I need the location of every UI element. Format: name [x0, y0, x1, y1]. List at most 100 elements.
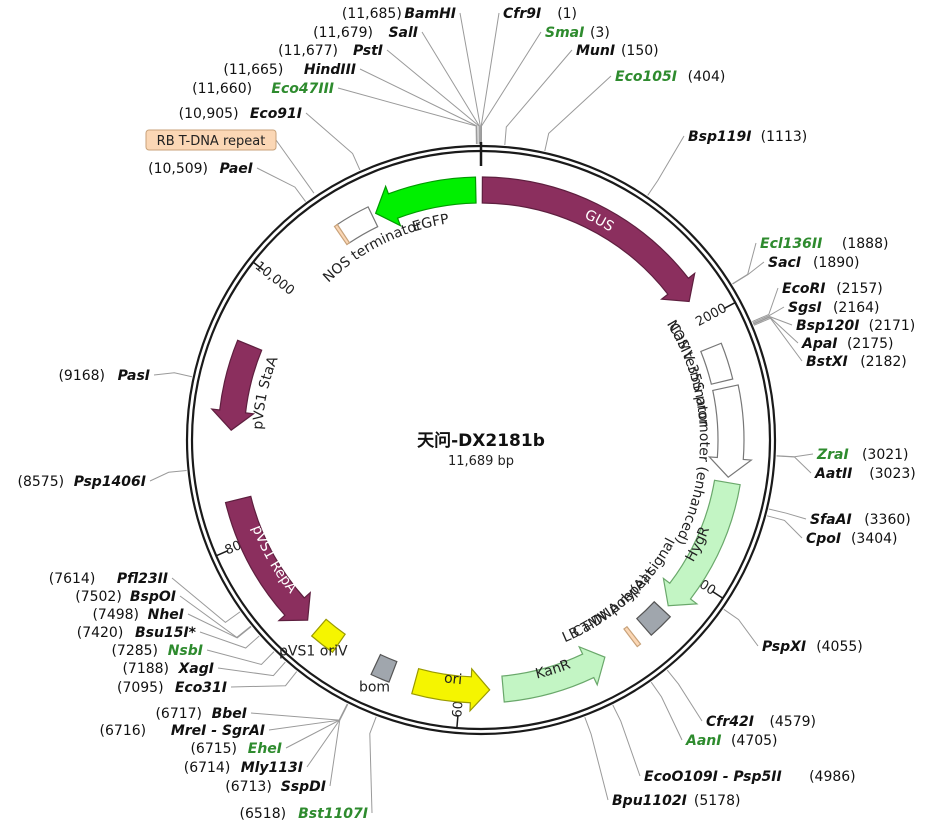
site-bspoi-position: (7502) [75, 589, 122, 605]
site-bst1107i-name: Bst1107I [298, 806, 368, 822]
site-saci-position: (1890) [813, 255, 860, 271]
rb-tdna-repeat-box [145, 129, 277, 151]
plasmid-backbone [185, 142, 777, 736]
site-psti-position: (11,677) [278, 43, 338, 59]
site-ecl136ii-name: Ecl136II [760, 236, 822, 252]
site-bspoi-name: BspOI [130, 589, 176, 605]
feature-kanr [501, 645, 606, 703]
site-pfl23ii-leader [171, 577, 241, 624]
feature-label-bom: bom [359, 679, 390, 695]
site-sali-position: (11,679) [313, 25, 373, 41]
site-zrai-name: ZraI [816, 447, 849, 463]
feature-camv-35s-promoter-enhanced [707, 384, 753, 478]
site-nhei-position: (7498) [92, 607, 139, 623]
site-sfaai-name: SfaAI [810, 512, 852, 528]
site-cfr9i-name: Cfr9I [503, 6, 541, 22]
site-ecoo109i-psp5ii-name: EcoO109I - Psp5II [644, 769, 782, 785]
feature-bom [370, 653, 398, 683]
site-bsp120i-name: Bsp120I [796, 318, 859, 334]
site-bamhi-name: BamHI [404, 6, 456, 22]
tick-mark [252, 261, 264, 271]
feature-gus [481, 176, 696, 303]
site-bsp120i-leader [753, 316, 793, 326]
site-nsbi-position: (7285) [111, 643, 158, 659]
site-ecl136ii-leader [732, 242, 757, 285]
site-eco31i-leader [230, 671, 298, 688]
site-aani-name: AanI [685, 733, 721, 749]
site-zrai-position: (3021) [862, 447, 909, 463]
tick-mark [456, 714, 459, 729]
site-psp1406i-position: (8575) [18, 474, 65, 490]
site-apai-leader [753, 316, 799, 344]
site-nhei-leader [187, 613, 252, 639]
feature-rb-t-dna-repeat [333, 223, 351, 246]
site-smai-leader [481, 31, 542, 144]
site-nhei-name: NheI [148, 607, 184, 623]
site-hindiii-position: (11,665) [223, 62, 283, 78]
site-paei-position: (10,509) [148, 161, 208, 177]
site-bsu15i-leader [199, 631, 260, 649]
site-nsbi-leader [206, 649, 275, 666]
site-saci-name: SacI [768, 255, 801, 271]
site-bamhi-position: (11,685) [342, 6, 402, 22]
site-apai-position: (2175) [847, 336, 894, 352]
site-cfr42i-position: (4579) [769, 714, 816, 730]
site-aani-leader [650, 681, 683, 741]
site-muni-position: (150) [621, 43, 659, 59]
site-cfr9i-leader [480, 12, 500, 144]
site-sfaai-position: (3360) [864, 512, 911, 528]
site-aatii-name: AatII [814, 466, 852, 482]
tick-label: 2000 [693, 301, 729, 330]
site-bspoi-leader [179, 595, 252, 639]
site-sgsi-position: (2164) [833, 300, 880, 316]
site-bpu1102i-position: (5178) [694, 793, 741, 809]
site-eco105i-position: (404) [688, 69, 726, 85]
rb-tdna-repeat-callout: RB T-DNA repeat [145, 129, 277, 151]
site-xagi-name: XagI [178, 661, 214, 677]
site-bpu1102i-leader [584, 717, 609, 801]
site-aani-position: (4705) [731, 733, 778, 749]
site-psp1406i-leader [149, 470, 187, 482]
rb-leader-line [275, 139, 315, 194]
site-aatii-leader [776, 455, 812, 474]
feature-pvs1-repa [224, 495, 311, 622]
site-cpoi-name: CpoI [806, 531, 841, 547]
site-sali-name: SalI [388, 25, 418, 41]
site-eco31i-position: (7095) [117, 680, 164, 696]
site-psti-name: PstI [353, 43, 383, 59]
site-sspdi-name: SspDI [281, 779, 326, 795]
site-sfaai-leader [768, 508, 807, 520]
site-ehei-position: (6715) [190, 741, 237, 757]
site-hindiii-leader [359, 68, 478, 145]
site-eco47iii-position: (11,660) [192, 81, 252, 97]
site-cpoi-leader [766, 515, 803, 539]
site-saci-leader [732, 261, 765, 285]
feature-camv-poly-a-signal [635, 600, 672, 637]
site-leader-lines [149, 12, 814, 814]
site-pspxi-position: (4055) [816, 639, 863, 655]
site-bsp119i-position: (1113) [761, 129, 808, 145]
site-paei-leader [256, 167, 307, 202]
site-pfl23ii-name: Pfl23II [117, 571, 168, 587]
site-bbei-name: BbeI [212, 706, 247, 722]
site-hindiii-name: HindIII [304, 62, 356, 78]
site-eco91i-leader [305, 112, 361, 171]
feature-pvs1-staa [210, 339, 263, 431]
restriction-site-labels: BamHI(11,685) SalI (11,679) PstI (11,677) Hin… [18, 6, 916, 822]
site-eco91i-name: Eco91I [250, 106, 302, 122]
site-pspxi-name: PspXI [762, 639, 806, 655]
site-bsp119i-leader [647, 135, 685, 196]
site-apai-name: ApaI [801, 336, 838, 352]
site-pfl23ii-position: (7614) [49, 571, 96, 587]
site-bsu15i-name: Bsu15I* [135, 625, 197, 641]
site-nsbi-name: NsbI [168, 643, 203, 659]
site-smai-name: SmaI [545, 25, 584, 41]
site-sgsi-name: SgsI [788, 300, 822, 316]
site-pasi-position: (9168) [58, 368, 105, 384]
site-sgsi-leader [752, 306, 785, 324]
site-paei-name: PaeI [219, 161, 253, 177]
site-sspdi-position: (6713) [225, 779, 272, 795]
site-ecoo109i-psp5ii-leader [612, 704, 641, 777]
rb-tdna-repeat-label: RB T-DNA repeat [157, 134, 266, 149]
